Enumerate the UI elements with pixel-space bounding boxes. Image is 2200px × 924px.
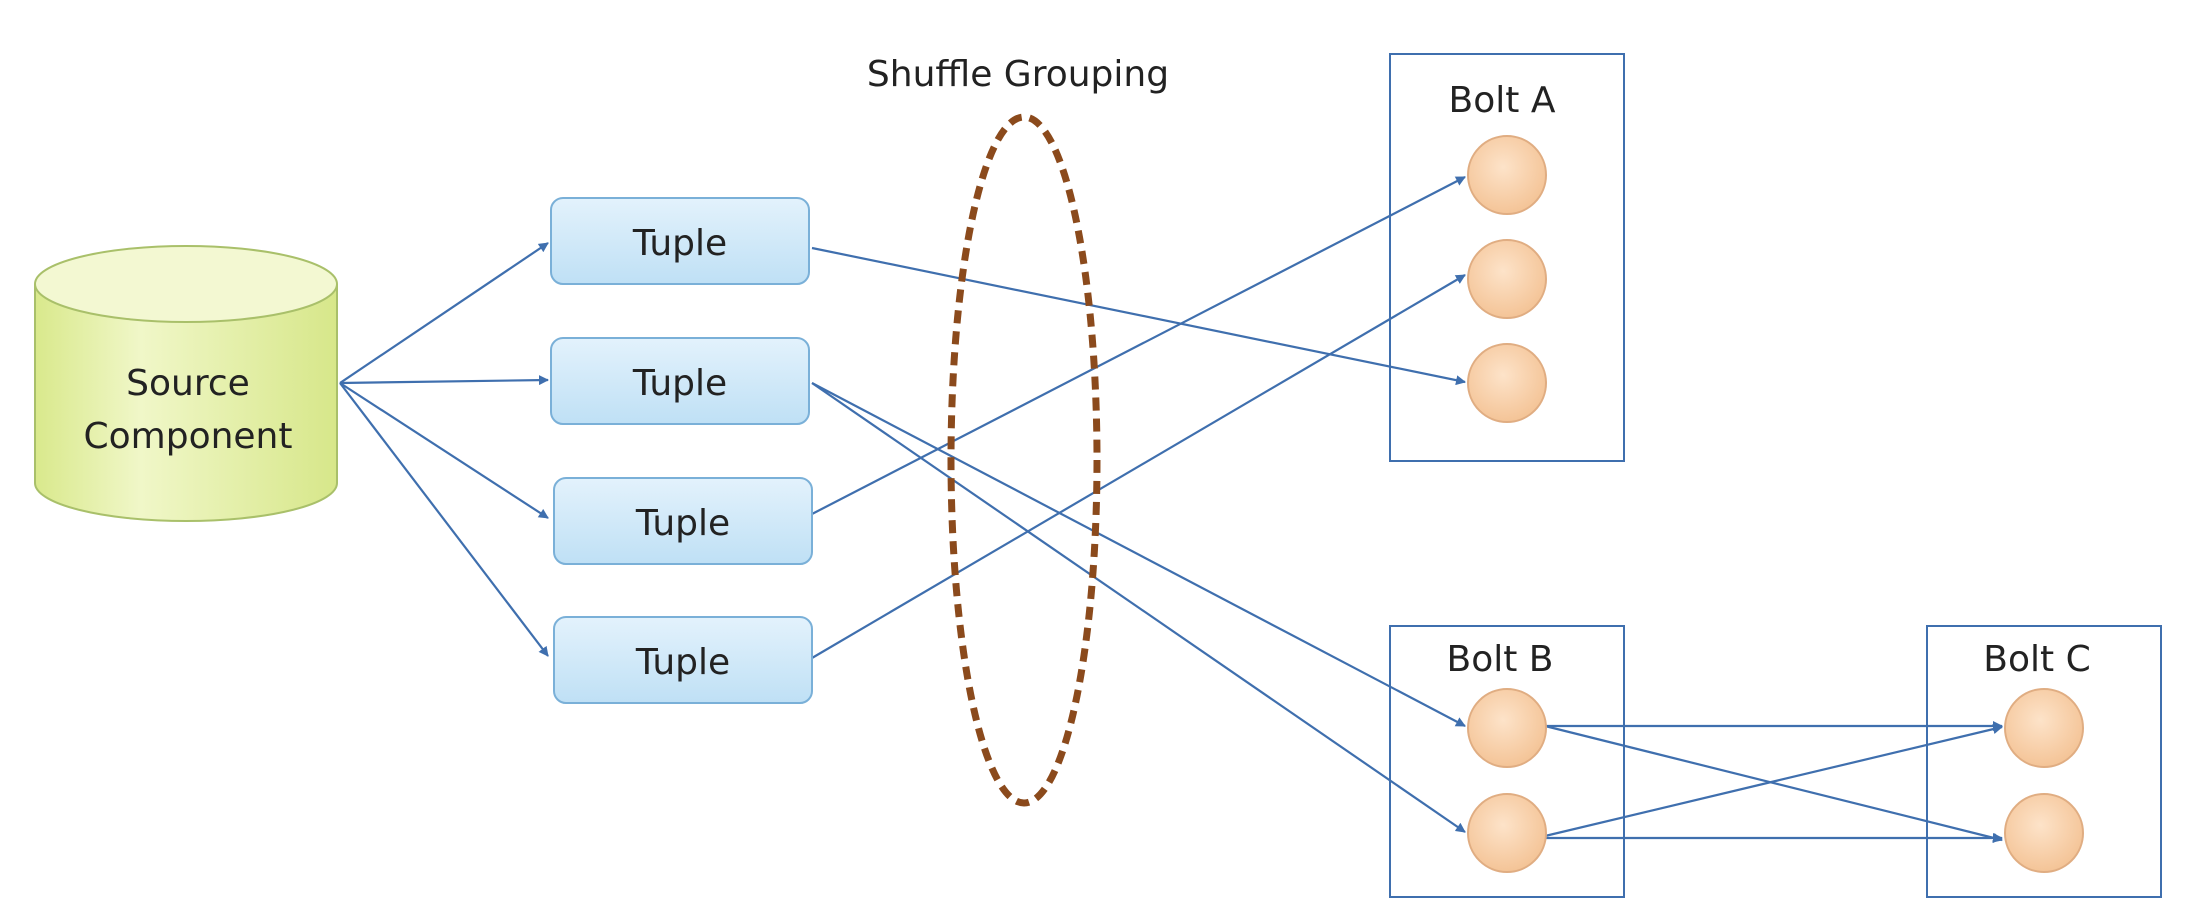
- tuple-4-label: Tuple: [635, 642, 730, 683]
- arrow-tuple-3-bolt-a-task-1: [811, 176, 1466, 515]
- bolt-a-title: Bolt A: [1449, 80, 1556, 121]
- source-label-line-2: Component: [83, 416, 292, 457]
- bolt-a-task-1: [1467, 135, 1547, 215]
- arrow-bolt-b-1-bolt-c-2: [1544, 724, 2003, 843]
- bolt-b-task-1: [1467, 688, 1547, 768]
- shuffle-grouping-label: Shuffle Grouping: [867, 54, 1169, 95]
- arrow-source-tuple-1: [339, 242, 549, 384]
- arrow-tuple-2-bolt-b-task-1: [811, 382, 1466, 727]
- arrow-source-tuple-2: [339, 375, 549, 386]
- arrow-tuple-1-bolt-a-task-3: [811, 246, 1466, 386]
- arrow-bolt-b-2-bolt-c-1: [1544, 724, 2003, 838]
- tuple-1: Tuple: [550, 197, 810, 285]
- tuple-3: Tuple: [553, 477, 813, 565]
- bolt-b-task-2: [1467, 793, 1547, 873]
- shuffle-grouping-ring: [947, 113, 1101, 807]
- tuple-4: Tuple: [553, 616, 813, 704]
- tuple-2-label: Tuple: [632, 363, 727, 404]
- arrow-source-tuple-4: [339, 382, 549, 657]
- arrow-layer: [339, 176, 2003, 843]
- arrow-tuple-4-bolt-a-task-2: [811, 274, 1466, 659]
- bolt-c-title: Bolt C: [1983, 639, 2090, 680]
- source-label-line-1: Source: [126, 363, 250, 404]
- bolt-c-task-1: [2004, 688, 2084, 768]
- bolt-a-task-3: [1467, 343, 1547, 423]
- tuple-3-label: Tuple: [635, 503, 730, 544]
- tuple-1-label: Tuple: [632, 223, 727, 264]
- bolt-c-task-2: [2004, 793, 2084, 873]
- source-component: Source Component: [34, 245, 338, 522]
- arrow-source-tuple-3: [339, 382, 549, 519]
- bolt-a-task-2: [1467, 239, 1547, 319]
- bolt-b-title: Bolt B: [1447, 639, 1554, 680]
- arrow-tuple-2-bolt-b-task-2: [811, 382, 1466, 833]
- tuple-2: Tuple: [550, 337, 810, 425]
